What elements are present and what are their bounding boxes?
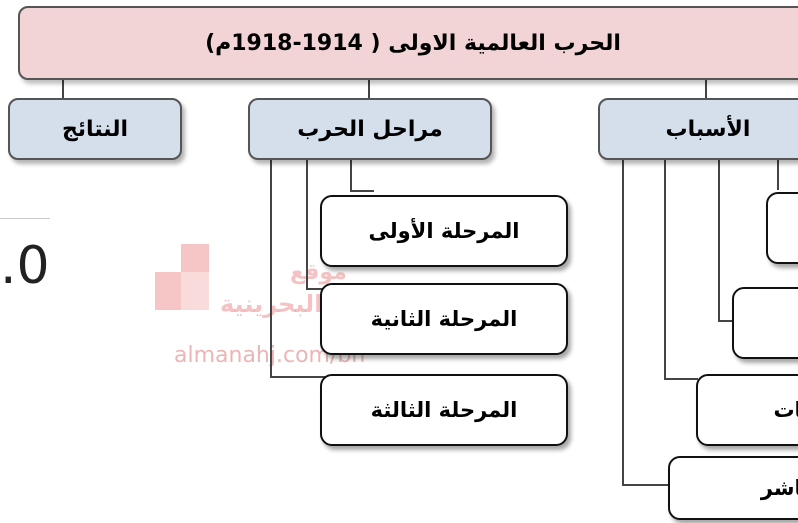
- stage-branch-1-h: [350, 190, 374, 192]
- cause-box-2: ي: [732, 287, 798, 359]
- stage-label-2: المرحلة الثانية: [370, 307, 518, 331]
- stage-box-2: المرحلة الثانية: [320, 283, 568, 355]
- connector-causes: [705, 80, 707, 98]
- watermark-logo-icon: [155, 244, 209, 310]
- stage-branch-1: [350, 160, 352, 192]
- cause-branch-3-h: [664, 378, 698, 380]
- cause-branch-2-h: [718, 320, 736, 322]
- cause-box-1: [766, 192, 798, 264]
- stage-box-3: المرحلة الثالثة: [320, 374, 568, 446]
- cause-box-3: ميات: [696, 374, 798, 446]
- stage-label-3: المرحلة الثالثة: [370, 398, 518, 422]
- category-stages: مراحل الحرب: [248, 98, 492, 160]
- cause-branch-2: [718, 160, 720, 322]
- fragment-divider: [0, 218, 50, 219]
- cause-box-4: مباشر: [668, 456, 798, 520]
- stage-branch-3-h: [270, 376, 326, 378]
- fragment-text: .0: [0, 236, 50, 296]
- cause-branch-1: [777, 160, 779, 190]
- cause-label-4: مباشر: [760, 476, 798, 500]
- stage-branch-2-h: [306, 288, 326, 290]
- stage-box-1: المرحلة الأولى: [320, 195, 568, 267]
- cause-branch-4-h: [622, 484, 670, 486]
- connector-results: [62, 80, 64, 98]
- category-causes: الأسباب: [598, 98, 798, 160]
- stage-branch-3: [270, 160, 272, 378]
- cause-branch-4: [622, 160, 624, 486]
- category-stages-label: مراحل الحرب: [297, 116, 443, 142]
- diagram-title: الحرب العالمية الاولى ( 1914-1918م): [18, 6, 798, 80]
- category-results-label: النتائج: [61, 116, 129, 142]
- cause-label-3: ميات: [773, 398, 798, 422]
- connector-stages: [368, 80, 370, 98]
- cause-branch-3: [664, 160, 666, 380]
- category-causes-label: الأسباب: [665, 116, 751, 142]
- stage-branch-2: [306, 160, 308, 290]
- stage-label-1: المرحلة الأولى: [368, 219, 520, 243]
- category-results: النتائج: [8, 98, 182, 160]
- diagram-title-text: الحرب العالمية الاولى ( 1914-1918م): [205, 30, 621, 56]
